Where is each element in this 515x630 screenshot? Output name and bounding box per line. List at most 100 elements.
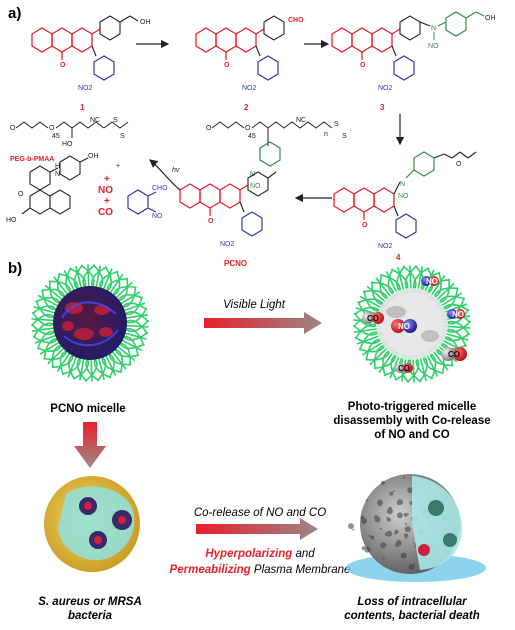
corona-strand	[87, 264, 90, 290]
c1-number: 1	[80, 103, 85, 112]
membrane-pore	[389, 491, 394, 496]
svg-text:O: O	[49, 125, 55, 132]
membrane-pore	[374, 516, 381, 523]
svg-text:CO: CO	[398, 364, 410, 373]
membrane-pore	[404, 526, 411, 533]
peg-ho-label: HO	[62, 141, 73, 148]
svg-text:S: S	[342, 133, 347, 140]
peg-b-pmaa-structure: O O 45 NC S S HO PEG-b-PMAA	[10, 117, 129, 163]
c3-number: 3	[380, 103, 385, 112]
membrane-pore	[407, 487, 414, 494]
visible-light-label: Visible Light	[223, 299, 286, 311]
svg-text:HO: HO	[6, 217, 17, 224]
membrane-pore	[404, 533, 408, 538]
membrane-pore	[382, 557, 385, 560]
no-ball-center: NO	[391, 319, 417, 333]
plus-2: +	[104, 174, 110, 185]
svg-text:OH: OH	[88, 153, 99, 160]
svg-text:S: S	[334, 121, 339, 128]
c1-o-label: O	[60, 62, 66, 69]
svg-text:NO: NO	[452, 310, 464, 319]
c3-oh-label: OH	[485, 15, 496, 22]
svg-text:O: O	[10, 125, 16, 132]
svg-text:CO: CO	[448, 350, 460, 359]
hyperpolarizing-line: Hyperpolarizing and	[205, 548, 315, 560]
pcno-structure: O O 45 NC n S S N NO	[206, 117, 347, 190]
svg-text:O: O	[456, 161, 462, 168]
svg-text:NO: NO	[250, 183, 261, 190]
pcno-sub-n: n	[324, 131, 328, 138]
c4-n-label: N	[400, 181, 405, 188]
c1-oh-label: OH	[140, 19, 151, 26]
membrane-pore	[379, 527, 382, 530]
death-caption-2: contents, bacterial death	[344, 610, 479, 622]
bacterium-illustration	[44, 476, 140, 572]
co-ball-right: CO	[441, 347, 467, 361]
membrane-pore	[396, 512, 403, 519]
svg-text:S: S	[113, 117, 118, 124]
membrane-pore	[386, 517, 391, 522]
compound-1: O OH NO2 1	[31, 15, 151, 112]
svg-text:NO: NO	[426, 277, 438, 286]
membrane-pore	[392, 490, 395, 493]
membrane-pore	[386, 530, 393, 537]
compound-3: O N NO OH NO2 3	[331, 11, 496, 112]
compound-4: O N NO O NO2 4	[333, 151, 477, 262]
svg-text:O: O	[206, 125, 212, 132]
membrane-pore	[403, 476, 406, 479]
pcno-no2-label: NO2	[220, 241, 235, 248]
separator-dot: ·	[349, 127, 351, 134]
visible-light-arrow	[204, 312, 322, 334]
membrane-pore	[408, 563, 415, 570]
membrane-pore	[385, 543, 387, 546]
membrane-pore	[394, 529, 399, 534]
peg-b-pmaa-name: PEG-b-PMAA	[10, 156, 54, 163]
bacteria-caption-2: bacteria	[68, 610, 113, 622]
c2-number: 2	[244, 103, 249, 112]
nitroso-cho-label: CHO	[152, 185, 168, 192]
no-ball-right: NO	[447, 309, 465, 319]
pcno-flavonol: O NO2 PCNO	[179, 171, 277, 268]
svg-text:NO: NO	[398, 322, 410, 331]
no-ball-top: NO	[421, 276, 439, 286]
c2-cho-label: CHO	[288, 17, 304, 24]
plus-3: +	[104, 196, 110, 207]
co-ball-bottom: CO	[395, 363, 413, 373]
corelease-label: Co-release of NO and CO	[194, 507, 326, 519]
svg-text:S: S	[120, 133, 125, 140]
membrane-pore	[368, 534, 371, 537]
membrane-pore	[361, 518, 368, 524]
membrane-pore	[403, 512, 408, 517]
co-ball-left: CO	[362, 312, 384, 324]
membrane-pore	[405, 523, 407, 525]
compound-2: O CHO NO2 2	[195, 15, 304, 112]
svg-text:H: H	[55, 163, 60, 170]
c4-no-label: NO	[398, 193, 409, 200]
panel-a-label: a)	[8, 5, 21, 22]
c3-o-label: O	[360, 62, 366, 69]
dead-bacterium-illustration	[346, 474, 486, 582]
membrane-pore	[397, 503, 399, 505]
membrane-pore	[400, 552, 407, 559]
bacteria-caption-1: S. aureus or MRSA	[38, 596, 142, 608]
pcno-micelle-caption: PCNO micelle	[50, 403, 125, 415]
peg-sub-45: 45	[52, 133, 60, 140]
membrane-pore	[348, 523, 354, 530]
membrane-pore	[378, 504, 381, 507]
pcno-nc-label: NC	[296, 117, 306, 124]
membrane-pore	[352, 528, 355, 531]
membrane-pore	[413, 562, 416, 565]
micelle-to-bacteria-arrow	[74, 422, 106, 468]
membrane-pore	[380, 542, 387, 549]
death-caption-1: Loss of intracellular	[357, 596, 467, 608]
plus-1: +	[116, 163, 120, 170]
product-co: CO	[98, 207, 113, 218]
panel-b-label: b)	[8, 260, 22, 277]
disassembly-caption-3: of NO and CO	[374, 429, 449, 441]
pcno-micelle-illustration	[31, 264, 149, 382]
photoproducts: + H N OH O HO + NO + CO CHO NO	[6, 153, 168, 224]
c2-no2-label: NO2	[242, 85, 257, 92]
pcno-sub-45: 45	[248, 133, 256, 140]
membrane-pore	[366, 499, 369, 502]
